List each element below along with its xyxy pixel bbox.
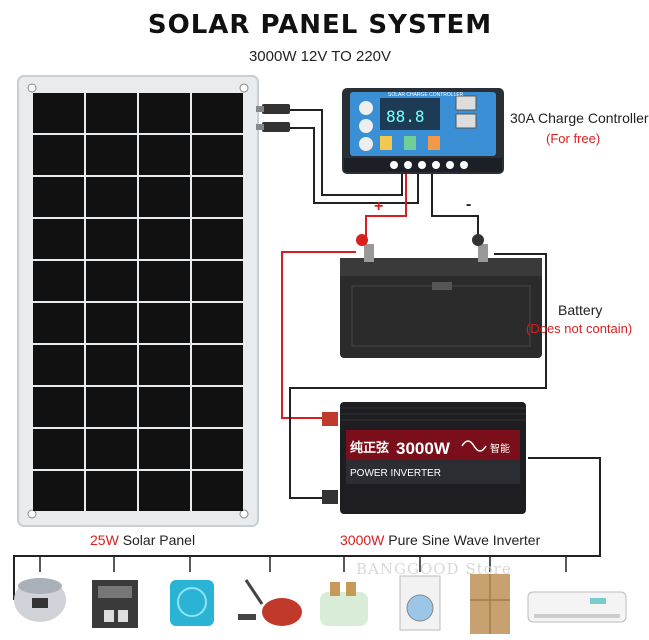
washing-machine-icon (399, 575, 441, 631)
solar-cell (86, 177, 137, 217)
controller-display: 88.8 (386, 107, 425, 126)
solar-cell (33, 177, 84, 217)
inverter-power: 3000W (340, 532, 385, 548)
solar-cell (192, 429, 243, 469)
solar-cell (33, 135, 84, 175)
positive-sign: + (374, 198, 384, 215)
solar-cell (86, 261, 137, 301)
air-conditioner-icon (527, 591, 627, 623)
battery-note: (Does not contain) (526, 321, 633, 336)
panel-name: Solar Panel (122, 532, 196, 548)
controller-face-text: SOLAR CHARGE CONTROLLER (388, 92, 464, 98)
controller-battery-wire-positive (365, 172, 407, 240)
appliance-drops (39, 556, 567, 572)
solar-cell (192, 261, 243, 301)
inverter-face-power: 3000W (396, 439, 451, 458)
solar-cell (33, 429, 84, 469)
watermark: BANGGOOD Store (356, 560, 512, 578)
solar-cell (139, 387, 190, 427)
inverter-face-smart: 智能 (490, 442, 510, 455)
solar-cell (33, 387, 84, 427)
solar-cell (192, 135, 243, 175)
controller-battery-wire-negative (431, 172, 479, 240)
solar-cell (33, 303, 84, 343)
solar-cell (86, 303, 137, 343)
solar-cell (86, 219, 137, 259)
negative-sign: - (466, 196, 472, 213)
solar-cell (139, 429, 190, 469)
controller-note: (For free) (546, 131, 601, 146)
solar-cell (33, 93, 84, 133)
solar-cell (86, 345, 137, 385)
solar-cell (33, 345, 84, 385)
battery-inverter-wire-negative (289, 253, 547, 499)
solar-cell (139, 471, 190, 511)
rice-cooker-icon (14, 578, 66, 622)
output-wire (13, 457, 601, 600)
solar-cell (86, 471, 137, 511)
solar-cell (192, 219, 243, 259)
solar-cell (33, 471, 84, 511)
solar-cell (86, 387, 137, 427)
solar-cell (86, 135, 137, 175)
solar-cell (139, 219, 190, 259)
solar-cell (139, 135, 190, 175)
solar-cell (139, 177, 190, 217)
page-title: SOLAR PANEL SYSTEM (147, 10, 493, 40)
solar-cell (33, 219, 84, 259)
solar-cell (192, 177, 243, 217)
panel-controller-wire-2 (290, 127, 419, 204)
panel-power: 25W (90, 532, 119, 548)
page-subtitle: 3000W 12V TO 220V (248, 48, 392, 65)
battery-label: Battery (558, 302, 603, 318)
solar-cell (86, 429, 137, 469)
solar-cell (192, 93, 243, 133)
solar-cell (139, 261, 190, 301)
refrigerator-icon (470, 574, 510, 634)
inverter-face-cn: 纯正弦 (350, 440, 389, 456)
solar-cell (192, 471, 243, 511)
vacuum-cleaner-icon (238, 579, 302, 626)
solar-cell (33, 261, 84, 301)
inverter-label: 3000W Pure Sine Wave Inverter (340, 532, 540, 548)
solar-cell (139, 345, 190, 385)
induction-cooker-icon (170, 580, 214, 626)
inverter-name: Pure Sine Wave Inverter (388, 532, 541, 548)
inverter-face-brand: POWER INVERTER (350, 468, 441, 479)
solar-cell (139, 93, 190, 133)
toaster-icon (320, 582, 368, 626)
solar-cell (192, 387, 243, 427)
battery-inverter-wire-positive (281, 251, 356, 419)
solar-cell (139, 303, 190, 343)
coffee-machine-icon (92, 580, 138, 628)
panel-label: 25W Solar Panel (90, 532, 195, 548)
solar-cell (192, 303, 243, 343)
solar-cell (192, 345, 243, 385)
solar-cell (86, 93, 137, 133)
controller-label: 30A Charge Controller (510, 110, 649, 126)
panel-controller-wire-1 (290, 109, 403, 196)
